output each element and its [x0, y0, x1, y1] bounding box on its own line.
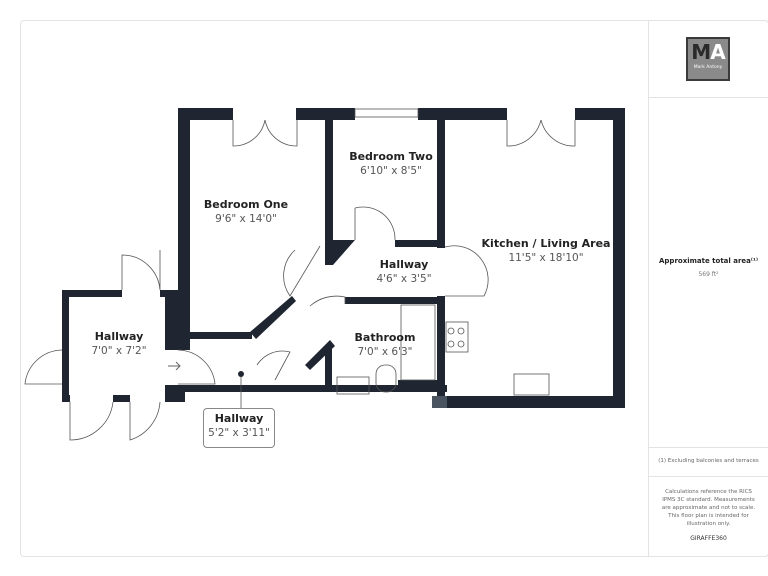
room-dims: 5'2" x 3'11": [208, 427, 270, 439]
doors-and-fixtures: [24, 108, 576, 441]
room-name: Bathroom: [354, 331, 416, 344]
room-dims: 6'10" x 8'5": [360, 165, 422, 177]
area-value: 569 ft²: [698, 271, 719, 278]
logo-name: Mark Antony: [693, 65, 723, 70]
room-name: Hallway: [94, 330, 144, 343]
room-dims: 11'5" x 18'10": [508, 252, 584, 264]
divider: [649, 97, 768, 98]
room-name: Kitchen / Living Area: [481, 237, 611, 250]
floorplan-panel: [20, 20, 649, 557]
room-bedroom-two: Bedroom Two 6'10" x 8'5": [349, 150, 433, 177]
room-hallway-entrance: Hallway 7'0" x 7'2": [91, 330, 146, 357]
room-dims: 7'0" x 7'2": [91, 345, 147, 357]
disclaimer: Calculations reference the RICS IPMS 3C …: [661, 489, 756, 527]
room-name: Hallway: [379, 258, 429, 271]
area-title: Approximate total area⁽¹⁾: [659, 257, 758, 265]
info-sidebar: MA Mark Antony Approximate total area⁽¹⁾…: [648, 20, 768, 557]
logo-mark: MA: [691, 40, 725, 64]
room-dims: 4'6" x 3'5": [376, 273, 432, 285]
walls: [62, 108, 625, 408]
room-hallway-inner: Hallway 4'6" x 3'5": [376, 258, 431, 285]
room-bedroom-one: Bedroom One 9'6" x 14'0": [204, 198, 288, 225]
room-callout-hallway: Hallway 5'2" x 3'11": [203, 408, 275, 448]
room-name: Bedroom One: [203, 198, 289, 211]
footnote: (1) Excluding balconies and terraces: [658, 458, 759, 464]
entrance-arrow-icon: [168, 361, 181, 371]
room-dims: 9'6" x 14'0": [215, 213, 277, 225]
callout-pin: [238, 371, 244, 377]
room-dims: 7'0" x 6'3": [357, 346, 413, 358]
room-bathroom: Bathroom 7'0" x 6'3": [355, 331, 416, 358]
room-name: Bedroom Two: [349, 150, 433, 163]
brand-text: GIRAFFE360: [690, 535, 727, 542]
room-kitchen-living: Kitchen / Living Area 11'5" x 18'10": [482, 237, 611, 264]
room-name: Hallway: [214, 412, 264, 425]
divider: [649, 476, 768, 477]
divider: [649, 447, 768, 448]
brand-logo: MA Mark Antony: [686, 37, 730, 81]
room-hallway-small: Hallway 5'2" x 3'11": [208, 412, 270, 439]
